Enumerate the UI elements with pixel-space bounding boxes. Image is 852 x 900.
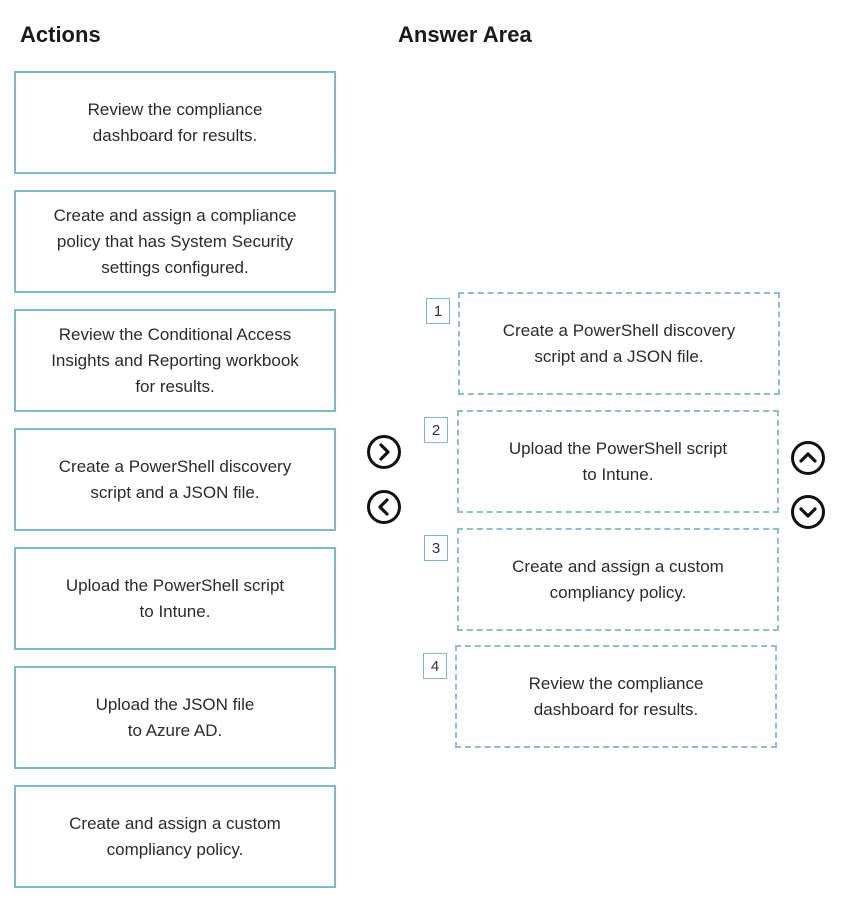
move-up-button[interactable] [790, 440, 826, 476]
answer-item-line: compliancy policy. [549, 582, 687, 602]
action-item-line: Upload the JSON file [95, 694, 255, 714]
answer-item-line: script and a JSON file. [534, 346, 704, 366]
action-item-line: script and a JSON file. [90, 482, 260, 502]
action-item[interactable]: Create and assign a compliance policy th… [14, 190, 336, 293]
chevron-up-icon [791, 441, 825, 475]
action-item-line: Create and assign a custom [69, 813, 281, 833]
actions-heading: Actions [20, 22, 101, 47]
action-item[interactable]: Upload the JSON file to Azure AD. [14, 666, 336, 769]
action-item-line: policy that has System Security [56, 231, 294, 251]
answer-item[interactable]: Create and assign a custom compliancy po… [457, 528, 779, 631]
answer-item-line: dashboard for results. [533, 699, 699, 719]
chevron-down-icon [791, 495, 825, 529]
action-item-line: compliancy policy. [106, 839, 244, 859]
answer-item-line: Create and assign a custom [512, 556, 724, 576]
action-item[interactable]: Create and assign a custom compliancy po… [14, 785, 336, 888]
action-item-line: Review the Conditional Access [58, 324, 292, 344]
chevron-right-icon [367, 435, 401, 469]
answer-area-heading: Answer Area [398, 22, 532, 47]
answer-item-line: Create a PowerShell discovery [502, 320, 736, 340]
answer-item-line: Upload the PowerShell script [508, 438, 728, 458]
answer-item-line: to Intune. [582, 464, 654, 484]
action-item[interactable]: Create a PowerShell discovery script and… [14, 428, 336, 531]
answer-item[interactable]: Review the compliance dashboard for resu… [455, 645, 777, 748]
action-item-line: Upload the PowerShell script [65, 575, 285, 595]
action-item-line: Create and assign a compliance [53, 205, 297, 225]
chevron-left-icon [367, 490, 401, 524]
move-left-button[interactable] [366, 489, 402, 525]
action-item-line: dashboard for results. [92, 125, 258, 145]
action-item-line: to Azure AD. [127, 720, 223, 740]
answer-item[interactable]: Create a PowerShell discovery script and… [458, 292, 780, 395]
answer-position-number: 3 [424, 535, 448, 561]
answer-position-number: 2 [424, 417, 448, 443]
action-item[interactable]: Review the Conditional Access Insights a… [14, 309, 336, 412]
action-item-line: settings configured. [101, 257, 249, 277]
answer-position-number: 1 [426, 298, 450, 324]
action-item[interactable]: Review the compliance dashboard for resu… [14, 71, 336, 174]
action-item-line: for results. [135, 376, 215, 396]
action-item-line: Review the compliance [87, 99, 263, 119]
answer-item[interactable]: Upload the PowerShell script to Intune. [457, 410, 779, 513]
answer-position-number: 4 [423, 653, 447, 679]
action-item-line: Create a PowerShell discovery [58, 456, 292, 476]
action-item-line: to Intune. [139, 601, 211, 621]
action-item-line: Insights and Reporting workbook [51, 350, 299, 370]
answer-item-line: Review the compliance [528, 673, 704, 693]
move-down-button[interactable] [790, 494, 826, 530]
move-right-button[interactable] [366, 434, 402, 470]
action-item[interactable]: Upload the PowerShell script to Intune. [14, 547, 336, 650]
